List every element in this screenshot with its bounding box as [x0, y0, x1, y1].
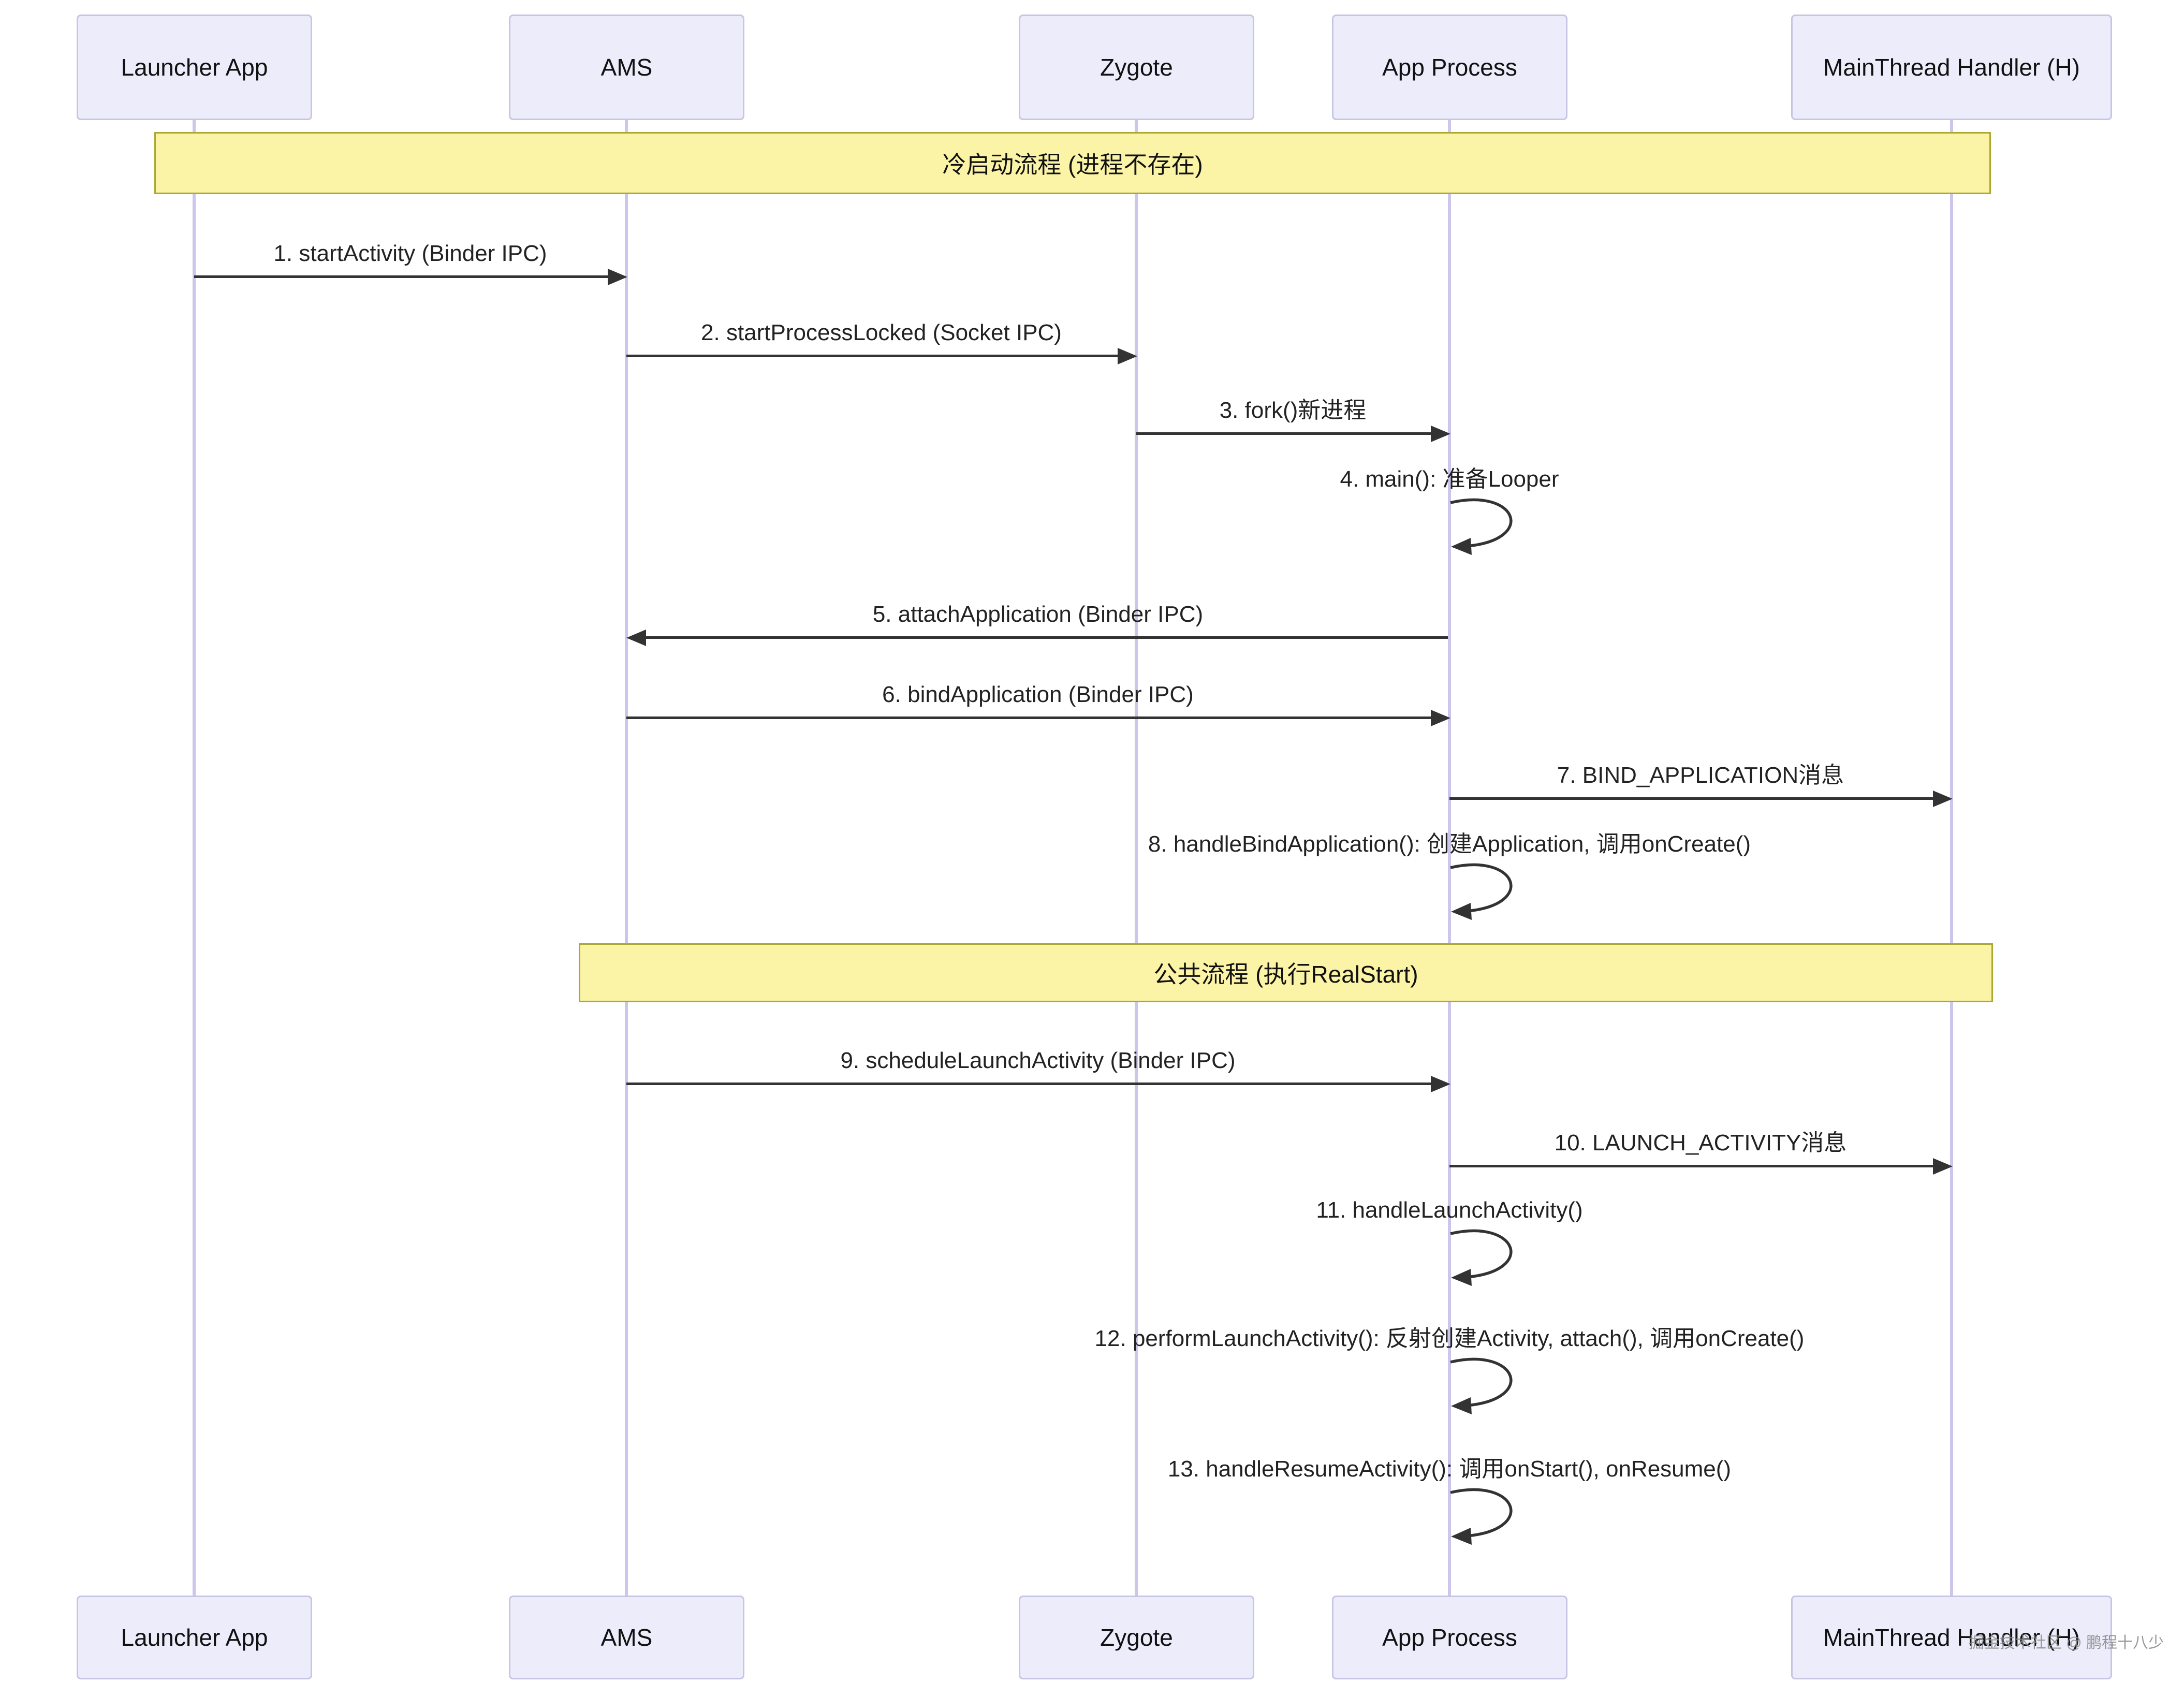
message-4-label: 4. main(): 准备Looper [1340, 466, 1559, 492]
message-13-self-loop [1450, 1488, 1513, 1545]
lifeline-launcher-app [193, 119, 196, 1598]
message-3-line [1136, 432, 1431, 435]
message-9-line [626, 1083, 1431, 1085]
lifeline-zygote [1135, 119, 1138, 1598]
message-7-label: 7. BIND_APPLICATION消息 [1557, 763, 1844, 788]
message-3-arrowhead [1431, 426, 1450, 442]
participant-zygote-bottom: Zygote [1019, 1596, 1254, 1679]
message-7-line [1449, 797, 1933, 800]
message-10-arrowhead [1933, 1158, 1953, 1175]
participant-label: AMS [600, 54, 653, 81]
message-1-label: 1. startActivity (Binder IPC) [273, 241, 547, 266]
message-7-arrowhead [1933, 791, 1953, 807]
message-11-self-loop [1450, 1229, 1513, 1286]
participant-ams-top: AMS [509, 14, 744, 120]
participant-label: AMS [600, 1624, 653, 1651]
participant-label: Launcher App [121, 54, 268, 81]
message-2-arrowhead [1118, 348, 1137, 364]
watermark: 掘金技术社区 @ 鹏程十八少 [1968, 1634, 2164, 1651]
participant-label: App Process [1382, 1624, 1517, 1651]
message-6-arrowhead [1431, 710, 1450, 726]
section-banner-cold-start: 冷启动流程 (进程不存在) [154, 132, 1991, 194]
lifeline-ams [625, 119, 628, 1598]
message-12-label: 12. performLaunchActivity(): 反射创建Activit… [1094, 1326, 1805, 1351]
message-12-self-loop [1450, 1357, 1513, 1414]
participant-label: Launcher App [121, 1624, 268, 1651]
section-banner-common-flow-label: 公共流程 (执行RealStart) [1153, 961, 1418, 988]
message-6-line [626, 716, 1431, 719]
participant-launcher-app-bottom: Launcher App [77, 1596, 312, 1679]
participant-label: App Process [1382, 54, 1517, 81]
message-6-label: 6. bindApplication (Binder IPC) [882, 682, 1194, 707]
message-1-arrowhead [608, 269, 627, 285]
message-10-line [1449, 1165, 1933, 1167]
section-banner-common-flow: 公共流程 (执行RealStart) [579, 943, 1993, 1002]
message-3-label: 3. fork()新进程 [1219, 398, 1367, 423]
message-10-label: 10. LAUNCH_ACTIVITY消息 [1554, 1130, 1847, 1156]
message-9-label: 9. scheduleLaunchActivity (Binder IPC) [840, 1048, 1236, 1073]
message-1-line [194, 275, 609, 278]
participant-ams-bottom: AMS [509, 1596, 744, 1679]
message-13-label: 13. handleResumeActivity(): 调用onStart(),… [1167, 1456, 1732, 1482]
participant-launcher-app-top: Launcher App [77, 14, 312, 120]
participant-app-process-bottom: App Process [1332, 1596, 1567, 1679]
message-2-line [626, 355, 1118, 357]
message-4-self-loop [1450, 498, 1513, 555]
participant-label: Zygote [1100, 54, 1173, 81]
participant-label: MainThread Handler (H) [1823, 54, 2080, 81]
message-8-label: 8. handleBindApplication(): 创建Applicatio… [1148, 831, 1751, 857]
message-5-label: 5. attachApplication (Binder IPC) [872, 602, 1204, 627]
message-8-self-loop [1450, 863, 1513, 920]
message-2-label: 2. startProcessLocked (Socket IPC) [701, 320, 1062, 345]
lifeline-app-process [1448, 119, 1451, 1598]
participant-zygote-top: Zygote [1019, 14, 1254, 120]
message-5-arrowhead [626, 630, 646, 646]
participant-app-process-top: App Process [1332, 14, 1567, 120]
message-9-arrowhead [1431, 1076, 1450, 1092]
participant-mainthread-handler-bottom: MainThread Handler (H) [1791, 1596, 2112, 1679]
participant-label: Zygote [1100, 1624, 1173, 1651]
message-5-line [644, 636, 1448, 639]
participant-label: MainThread Handler (H) [1823, 1624, 2080, 1651]
participant-mainthread-handler-top: MainThread Handler (H) [1791, 14, 2112, 120]
section-banner-cold-start-label: 冷启动流程 (进程不存在) [942, 151, 1203, 178]
message-11-label: 11. handleLaunchActivity() [1316, 1197, 1583, 1223]
lifeline-mainthread-handler [1950, 119, 1953, 1598]
